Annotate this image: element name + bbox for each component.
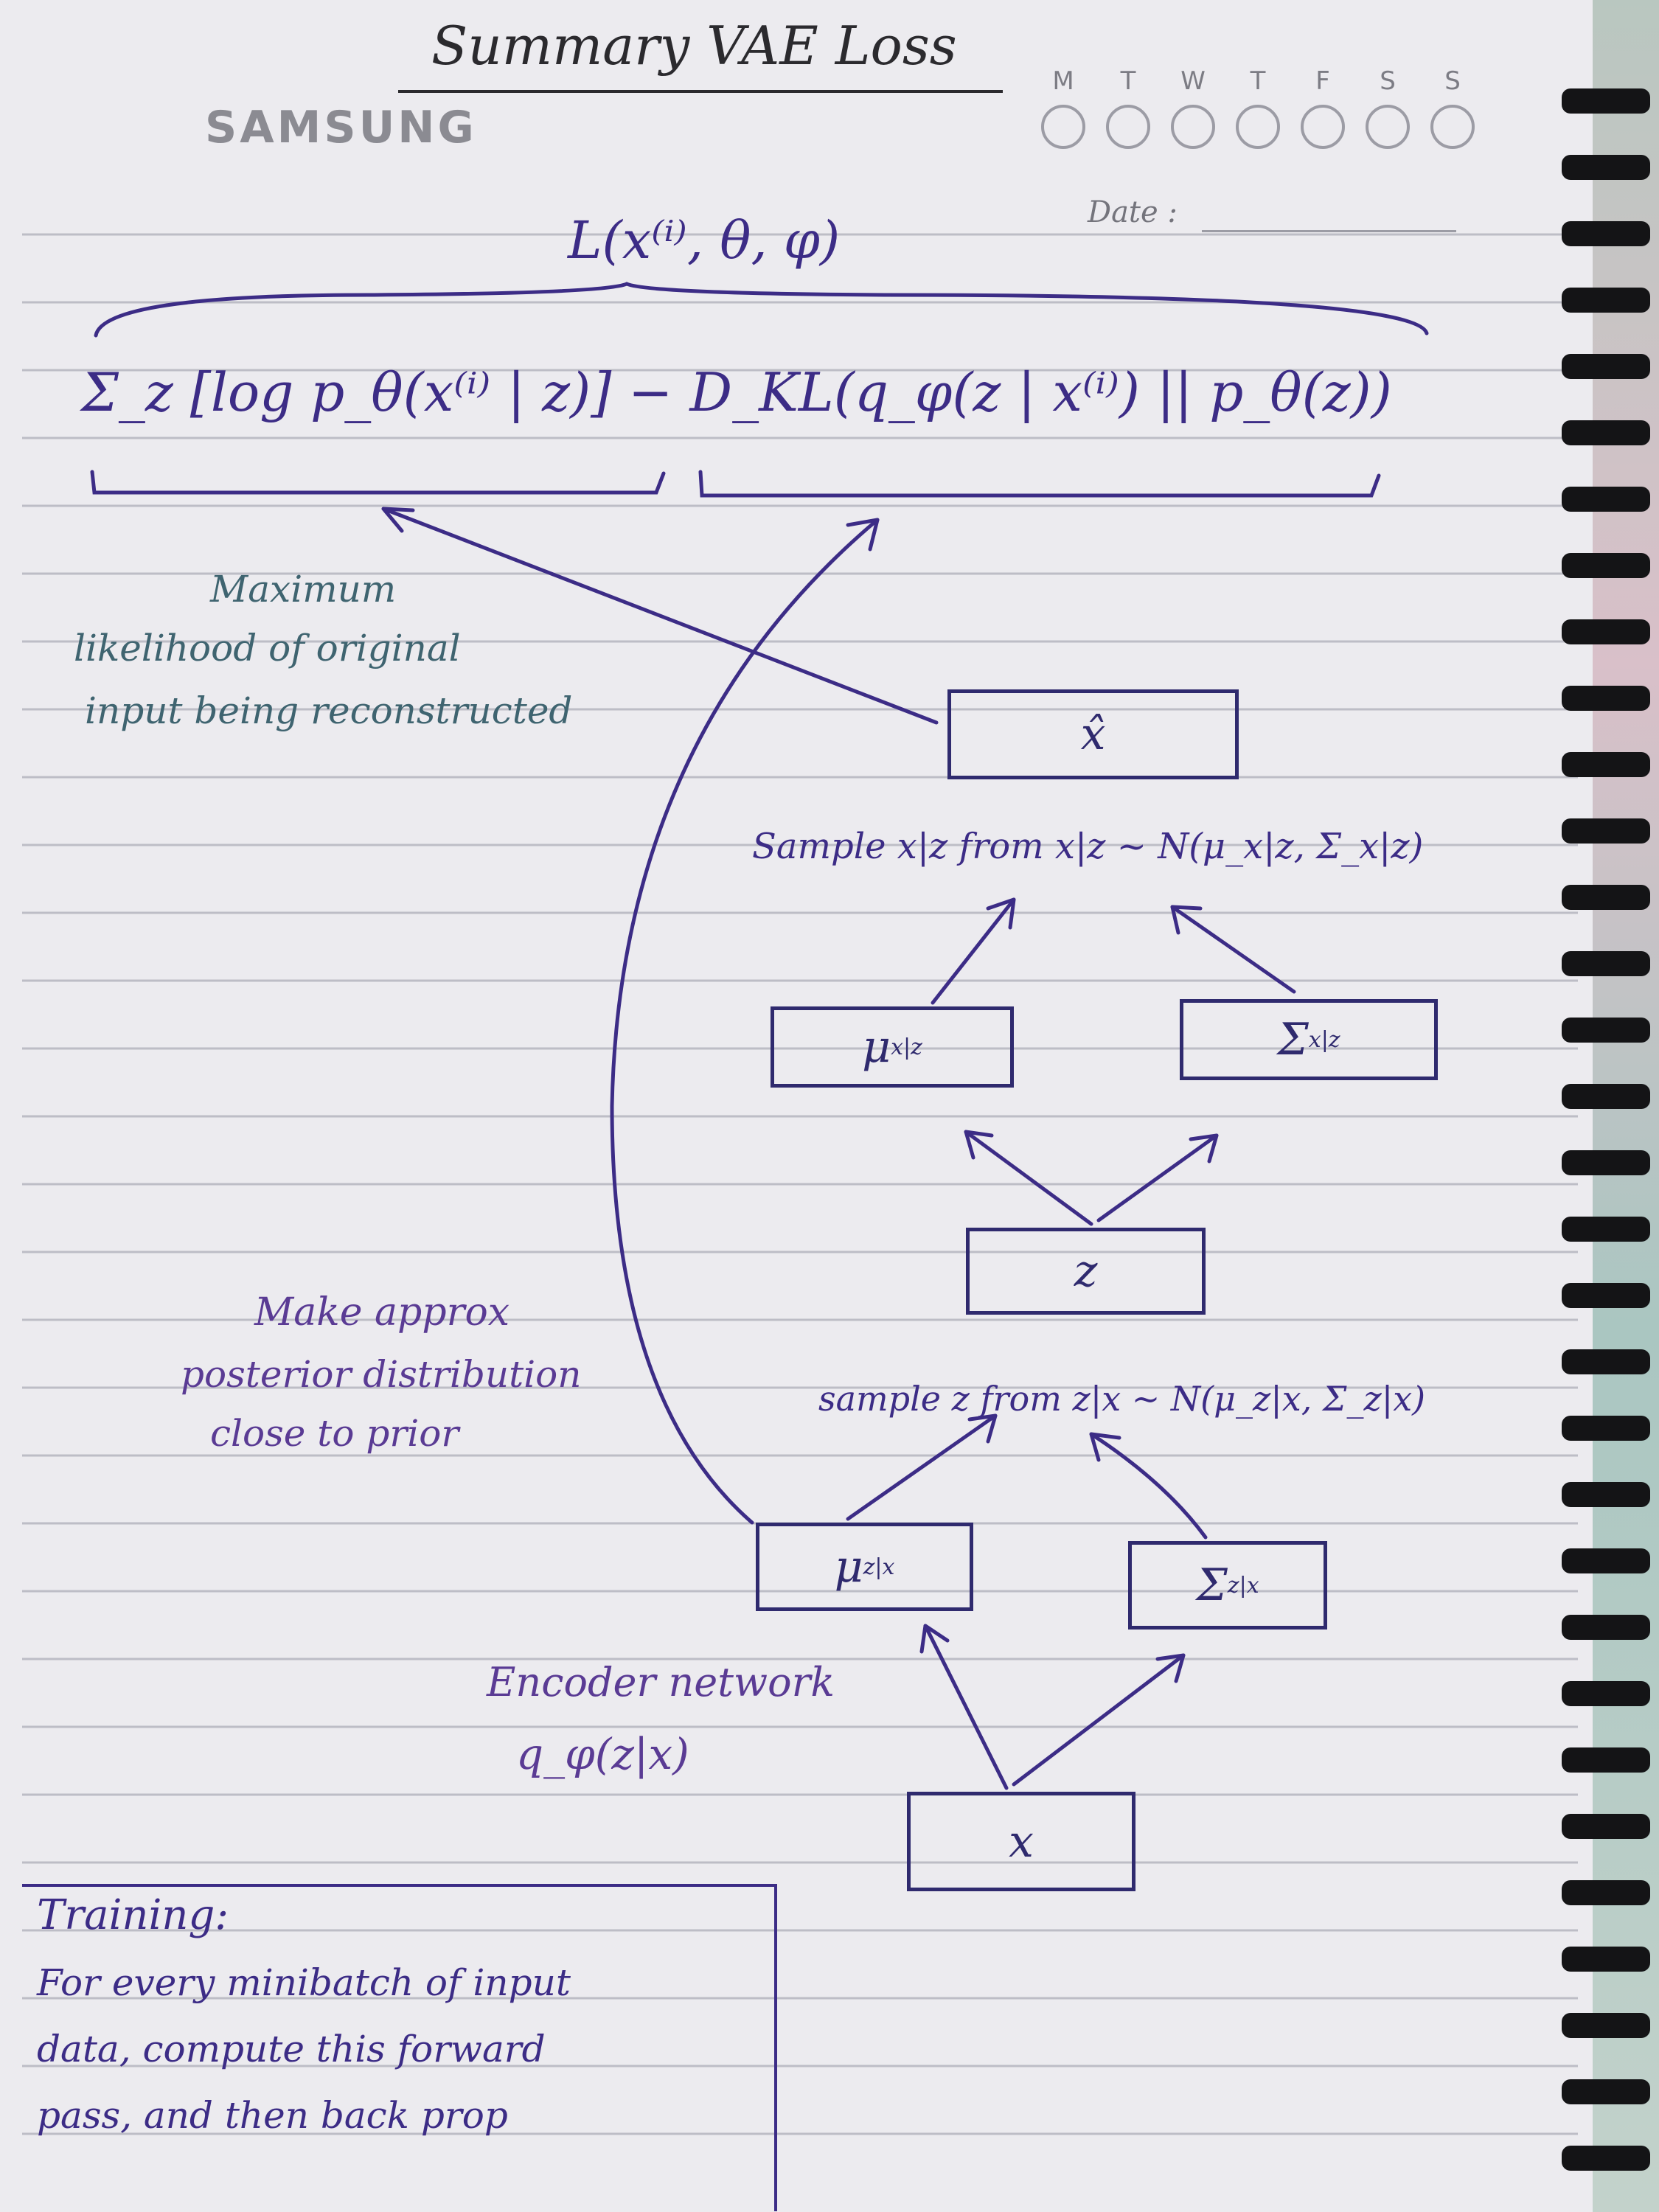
right-underbrace	[698, 470, 1381, 498]
weekday-circle[interactable]	[1236, 105, 1280, 149]
weekday-circle[interactable]	[1106, 105, 1150, 149]
date-label: Date :	[1088, 195, 1178, 229]
page-title: Summary VAE Loss	[431, 15, 957, 77]
weekday-sat[interactable]: S	[1355, 66, 1420, 149]
sigma-zx-subscript: z|x	[1227, 1572, 1259, 1599]
mu-xz-subscript: x|z	[891, 1034, 922, 1060]
weekday-fri[interactable]: F	[1290, 66, 1355, 149]
top-brace	[94, 282, 1429, 338]
z-to-sigma-xz-arrow	[1096, 1133, 1219, 1222]
sample-xz-label: Sample x|z from x|z ~ N(μ_x|z, Σ_x|z)	[752, 826, 1424, 867]
weekday-label: S	[1444, 66, 1461, 96]
z-label: z	[1074, 1245, 1098, 1297]
weekday-tue[interactable]: T	[1096, 66, 1161, 149]
weekday-label: F	[1315, 66, 1330, 96]
date-field[interactable]	[1202, 230, 1456, 232]
z-to-mu-xz-arrow	[964, 1130, 1093, 1226]
mu-xz-label: μ	[862, 1021, 891, 1073]
reconstruction-note-line-1: Maximum	[210, 568, 397, 611]
weekday-circle[interactable]	[1301, 105, 1345, 149]
kl-note-line-3: close to prior	[210, 1412, 459, 1455]
weekday-label: M	[1052, 66, 1074, 96]
training-line-1: For every minibatch of input	[37, 1961, 571, 2004]
x-input-box: x	[907, 1792, 1135, 1891]
encoder-function: q_φ(z|x)	[516, 1729, 689, 1779]
training-line-3: pass, and then back prop	[37, 2094, 508, 2137]
weekday-label: T	[1120, 66, 1136, 96]
mu-zx-to-kl-arrow	[610, 518, 880, 1525]
sigma-zx-label: Σ	[1196, 1559, 1228, 1611]
kl-note-line-1: Make approx	[254, 1290, 510, 1335]
title-underline	[398, 90, 1003, 93]
x-input-label: x	[1009, 1815, 1034, 1868]
training-line-2: data, compute this forward	[37, 2028, 546, 2070]
weekday-thu[interactable]: T	[1225, 66, 1290, 149]
kl-note-line-2: posterior distribution	[181, 1353, 582, 1396]
weekday-label: T	[1250, 66, 1266, 96]
z-box: z	[966, 1228, 1206, 1315]
weekday-sun[interactable]: S	[1420, 66, 1485, 149]
sigma-xz-label: Σ	[1277, 1014, 1309, 1065]
weekday-label: W	[1180, 66, 1206, 96]
x-hat-label: x̂	[1080, 709, 1106, 760]
x-hat-to-reconstruction-arrow	[381, 507, 939, 725]
x-hat-box: x̂	[947, 689, 1239, 779]
weekday-circle[interactable]	[1041, 105, 1085, 149]
reconstruction-note-line-3: input being reconstructed	[85, 689, 573, 732]
left-underbrace	[90, 470, 666, 495]
loss-equation: Σ_z [log p_θ(x⁽ⁱ⁾ | z)] − D_KL(q_φ(z | x…	[81, 361, 1392, 423]
mu-zx-to-sample-arrow	[846, 1413, 998, 1521]
weekday-circle[interactable]	[1366, 105, 1410, 149]
encoder-label: Encoder network	[487, 1659, 835, 1705]
mu-zx-subscript: z|x	[863, 1554, 895, 1580]
x-to-mu-zx-arrow	[923, 1624, 1009, 1790]
sigma-zx-to-sample-arrow	[1089, 1432, 1208, 1540]
training-box	[22, 1884, 777, 2211]
weekday-mon[interactable]: M	[1031, 66, 1096, 149]
sigma-xz-subscript: x|z	[1308, 1026, 1340, 1053]
weekday-circle[interactable]	[1430, 105, 1475, 149]
sample-z-label: sample z from z|x ~ N(μ_z|x, Σ_z|x)	[818, 1379, 1426, 1419]
brand-logo: SAMSUNG	[205, 102, 477, 153]
x-to-sigma-zx-arrow	[1012, 1653, 1186, 1787]
weekday-label: S	[1380, 66, 1396, 96]
ruled-lines	[22, 233, 1578, 2135]
reconstruction-note-line-2: likelihood of original	[74, 627, 461, 669]
weekday-tracker: M T W T F S S	[1031, 66, 1485, 149]
notebook-page	[0, 0, 1622, 2212]
sigma-xz-to-sample-arrow	[1170, 905, 1296, 994]
mu-zx-label: μ	[834, 1541, 863, 1593]
loss-label: L(x⁽ⁱ⁾, θ, φ)	[568, 210, 841, 271]
weekday-circle[interactable]	[1171, 105, 1215, 149]
mu-xz-to-sample-arrow	[931, 897, 1016, 1005]
training-title: Training:	[37, 1891, 229, 1939]
weekday-wed[interactable]: W	[1161, 66, 1225, 149]
